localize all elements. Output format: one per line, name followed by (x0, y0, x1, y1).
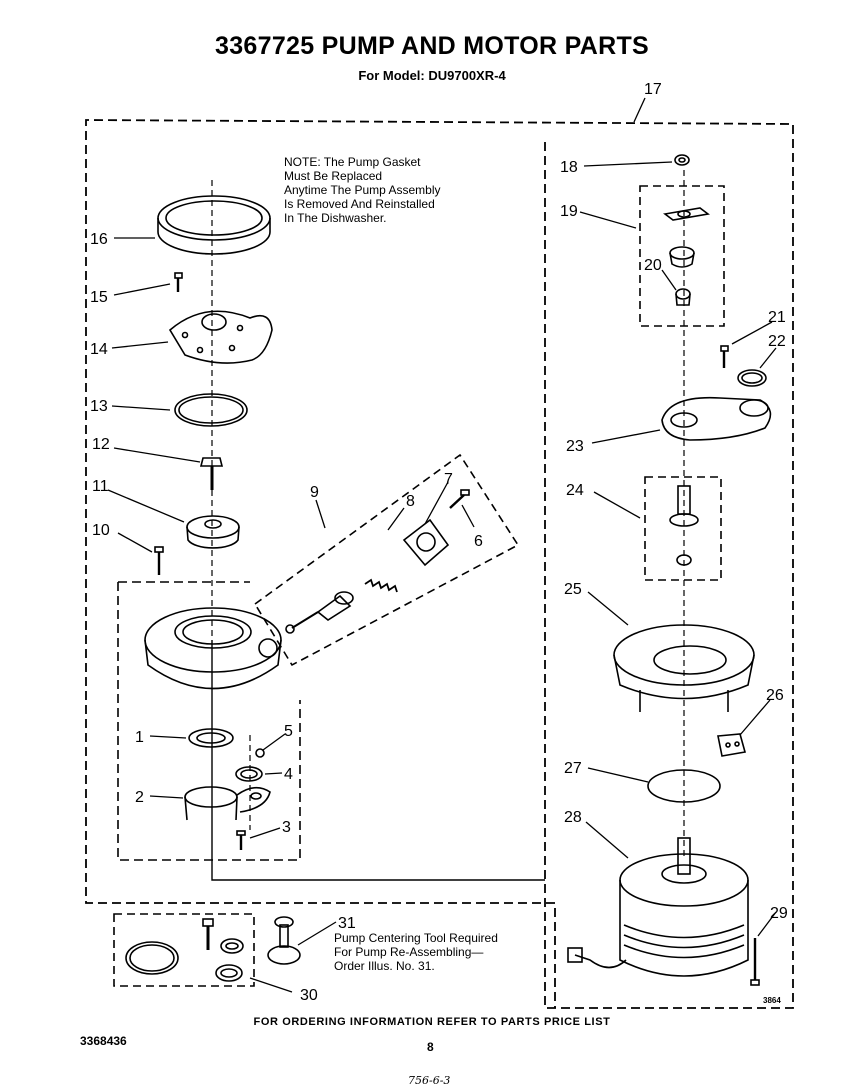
impeller-11 (186, 515, 240, 549)
seal-22 (737, 369, 767, 387)
screw-10 (154, 546, 164, 575)
centering-tool-31 (267, 916, 301, 965)
callout-23: 23 (566, 438, 584, 455)
callout-8: 8 (406, 493, 415, 510)
callout-5: 5 (284, 723, 293, 740)
drawing-code: 3864 (763, 996, 781, 1005)
handwritten-note: 756-6-3 (408, 1074, 451, 1087)
screw-29 (750, 938, 760, 986)
callout-21: 21 (768, 309, 786, 326)
callout-29: 29 (770, 905, 788, 922)
coupling-24 (669, 485, 699, 566)
outer-frame-17 (85, 119, 794, 1009)
filter-screen-1 (188, 728, 234, 748)
callout-13: 13 (90, 398, 108, 415)
valve-cover-7 (402, 518, 450, 567)
note-line: In The Dishwasher. (284, 211, 387, 225)
callout-1: 1 (135, 729, 144, 746)
gasket-kit-30 (125, 918, 244, 982)
slinger-disc-27 (647, 769, 721, 803)
screw-15 (174, 272, 183, 292)
impeller-bolt-12 (199, 457, 224, 490)
callout-12: 12 (92, 436, 110, 453)
callout-31: 31 (338, 915, 356, 932)
callout-4: 4 (284, 766, 293, 783)
pump-gasket-16 (157, 195, 271, 255)
page-title: 3367725 PUMP AND MOTOR PARTS (215, 32, 649, 60)
spring-20 (669, 246, 695, 306)
bracket-19 (663, 207, 710, 221)
note-line: Anytime The Pump Assembly (284, 183, 441, 197)
callout-25: 25 (564, 581, 582, 598)
callout-18: 18 (560, 159, 578, 176)
callout-14: 14 (90, 341, 108, 358)
callout-30: 30 (300, 987, 318, 1004)
callout-22: 22 (768, 333, 786, 350)
leader-lines (107, 97, 777, 993)
screw-21 (720, 345, 729, 368)
centering-tool-note: Pump Centering Tool Required For Pump Re… (334, 931, 564, 973)
document-part-number: 3368436 (80, 1034, 127, 1048)
nut-18 (674, 154, 690, 166)
ordering-info: FOR ORDERING INFORMATION REFER TO PARTS … (253, 1016, 611, 1028)
callout-26: 26 (766, 687, 784, 704)
note-line: NOTE: The Pump Gasket (284, 155, 421, 169)
callout-16: 16 (90, 231, 108, 248)
callout-9: 9 (310, 484, 319, 501)
callout-15: 15 (90, 289, 108, 306)
pump-cover-14 (168, 310, 273, 364)
screw-6 (449, 489, 470, 509)
ball-5 (255, 748, 265, 758)
kit-frame-9 (253, 453, 520, 667)
kit-frame-30 (113, 913, 255, 987)
callout-20: 20 (644, 257, 662, 274)
callout-3: 3 (282, 819, 291, 836)
callout-28: 28 (564, 809, 582, 826)
callout-11: 11 (92, 478, 109, 495)
callout-27: 27 (564, 760, 582, 777)
pump-base-2 (184, 786, 271, 821)
callout-7: 7 (444, 471, 453, 488)
kit-frame-19 (639, 185, 725, 327)
left-axis-line (211, 180, 251, 830)
tool-note-line: Pump Centering Tool Required (334, 931, 498, 945)
callout-6: 6 (474, 533, 483, 550)
valve-assembly-8 (285, 578, 398, 634)
screw-3 (236, 830, 246, 850)
pump-housing-frame (117, 581, 301, 861)
callout-17: 17 (644, 81, 662, 98)
motor-mount-25 (613, 624, 755, 712)
page-number: 8 (427, 1040, 434, 1054)
bearing-plate-23 (661, 396, 772, 441)
terminal-block-26 (717, 733, 747, 757)
motor-28 (567, 837, 749, 977)
model-subtitle: For Model: DU9700XR-4 (358, 68, 506, 83)
note-line: Is Removed And Reinstalled (284, 197, 435, 211)
tool-note-line: For Pump Re-Assembling— (334, 945, 484, 959)
callout-2: 2 (135, 789, 144, 806)
pump-housing (144, 607, 282, 690)
pump-gasket-note: NOTE: The Pump Gasket Must Be Replaced A… (284, 155, 504, 225)
note-line: Must Be Replaced (284, 169, 383, 183)
callout-24: 24 (566, 482, 584, 499)
o-ring-13 (174, 393, 248, 427)
seal-4 (235, 766, 263, 782)
kit-frame-24 (644, 476, 722, 581)
callout-10: 10 (92, 522, 110, 539)
callout-19: 19 (560, 203, 578, 220)
tool-note-line: Order Illus. No. 31. (334, 959, 435, 973)
